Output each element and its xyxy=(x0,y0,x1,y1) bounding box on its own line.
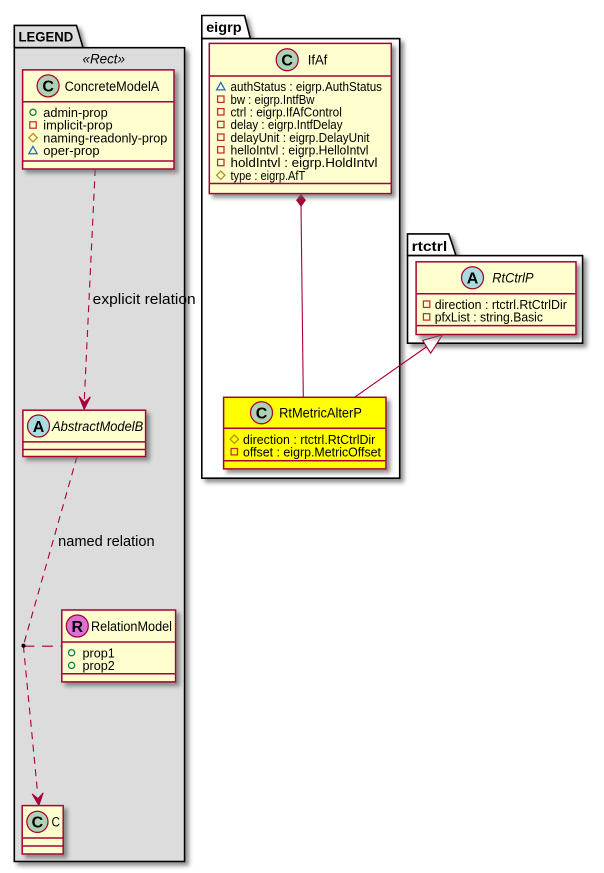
svg-text:bw : eigrp.IntfBw: bw : eigrp.IntfBw xyxy=(231,92,316,107)
svg-text:LEGEND: LEGEND xyxy=(19,29,74,44)
svg-text:ConcreteModelA: ConcreteModelA xyxy=(65,79,160,94)
svg-text:rtctrl: rtctrl xyxy=(412,238,448,254)
svg-text:C: C xyxy=(256,406,268,423)
svg-text:offset : eigrp.MetricOffset: offset : eigrp.MetricOffset xyxy=(243,444,381,459)
svg-text:explicit relation: explicit relation xyxy=(93,291,196,308)
svg-text:C: C xyxy=(52,815,61,830)
svg-text:prop1: prop1 xyxy=(83,645,115,660)
svg-text:C: C xyxy=(42,79,54,96)
svg-text:implicit-prop: implicit-prop xyxy=(43,118,112,133)
svg-text:admin-prop: admin-prop xyxy=(43,105,107,120)
svg-text:A: A xyxy=(33,419,45,436)
svg-text:C: C xyxy=(281,53,293,70)
svg-text:«Rect»: «Rect» xyxy=(83,52,126,67)
svg-text:naming-readonly-prop: naming-readonly-prop xyxy=(43,130,167,145)
svg-text:delay : eigrp.IntfDelay: delay : eigrp.IntfDelay xyxy=(231,117,343,132)
svg-text:authStatus : eigrp.AuthStatus: authStatus : eigrp.AuthStatus xyxy=(231,79,383,94)
svg-text:prop2: prop2 xyxy=(83,658,115,673)
svg-text:direction : rtctrl.RtCtrlDir: direction : rtctrl.RtCtrlDir xyxy=(243,432,376,447)
svg-text:holdIntvl : eigrp.HoldIntvl: holdIntvl : eigrp.HoldIntvl xyxy=(231,155,378,170)
svg-text:A: A xyxy=(467,271,479,288)
svg-text:AbstractModelB: AbstractModelB xyxy=(51,419,143,434)
svg-text:eigrp: eigrp xyxy=(206,19,242,35)
svg-text:named relation: named relation xyxy=(58,533,155,550)
svg-text:RtCtrlP: RtCtrlP xyxy=(492,271,533,286)
svg-text:helloIntvl : eigrp.HelloIntvl: helloIntvl : eigrp.HelloIntvl xyxy=(231,143,369,158)
svg-text:oper-prop: oper-prop xyxy=(43,143,99,158)
svg-text:RelationModel: RelationModel xyxy=(91,619,172,634)
svg-text:direction : rtctrl.RtCtrlDir: direction : rtctrl.RtCtrlDir xyxy=(435,297,568,312)
svg-text:RtMetricAlterP: RtMetricAlterP xyxy=(279,406,362,421)
svg-text:ctrl : eigrp.IfAfControl: ctrl : eigrp.IfAfControl xyxy=(231,105,342,120)
svg-text:C: C xyxy=(32,815,44,832)
svg-text:IfAf: IfAf xyxy=(308,53,328,68)
svg-text:delayUnit : eigrp.DelayUnit: delayUnit : eigrp.DelayUnit xyxy=(231,130,370,145)
svg-text:type : eigrp.AfT: type : eigrp.AfT xyxy=(231,168,306,183)
svg-text:pfxList : string.Basic: pfxList : string.Basic xyxy=(435,310,544,325)
svg-text:R: R xyxy=(72,619,84,636)
